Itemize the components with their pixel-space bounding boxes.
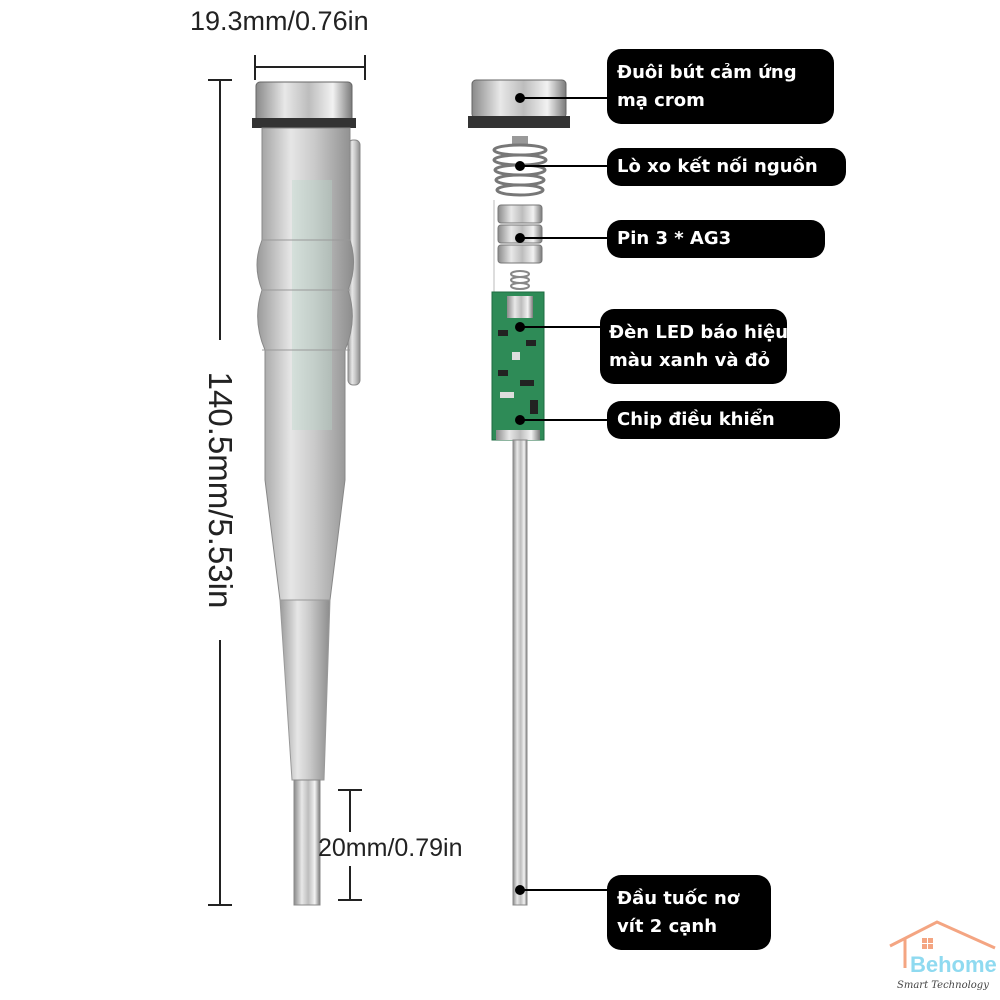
label-line: Đầu tuốc nơ xyxy=(617,887,740,909)
pointer-dot xyxy=(515,233,525,243)
label-line: Đuôi bút cảm ứng xyxy=(617,61,797,83)
label-line: màu xanh và đỏ xyxy=(609,349,771,371)
pointer-dot xyxy=(515,885,525,895)
label-line: Chip điều khiển xyxy=(617,409,775,430)
label-screwdriver-tip: Đầu tuốc nơ vít 2 cạnh xyxy=(607,875,771,950)
label-chrome-cap: Đuôi bút cảm ứng mạ crom xyxy=(607,49,834,124)
pointer-dot xyxy=(515,322,525,332)
pointer-dot xyxy=(515,93,525,103)
behome-logo: Behome Smart Technology xyxy=(885,918,1000,998)
label-line: mạ crom xyxy=(617,89,705,111)
width-dimension: 19.3mm/0.76in xyxy=(190,6,369,36)
label-chip: Chip điều khiển xyxy=(607,401,840,439)
label-line: Pin 3 * AG3 xyxy=(617,228,732,249)
tip-length-dimension: 20mm/0.79in xyxy=(318,834,463,862)
label-spring: Lò xo kết nối nguồn xyxy=(607,148,846,186)
pointer-dot xyxy=(515,161,525,171)
label-line: vít 2 cạnh xyxy=(617,915,718,937)
house-roof-icon xyxy=(889,920,996,968)
logo-name: Behome xyxy=(910,952,997,977)
label-line: Đèn LED báo hiệu xyxy=(609,321,789,343)
logo-tagline: Smart Technology xyxy=(897,980,989,991)
pointer-dot xyxy=(515,415,525,425)
label-line: Lò xo kết nối nguồn xyxy=(617,156,818,177)
label-led: Đèn LED báo hiệu màu xanh và đỏ xyxy=(600,309,789,384)
label-battery: Pin 3 * AG3 xyxy=(607,220,825,258)
